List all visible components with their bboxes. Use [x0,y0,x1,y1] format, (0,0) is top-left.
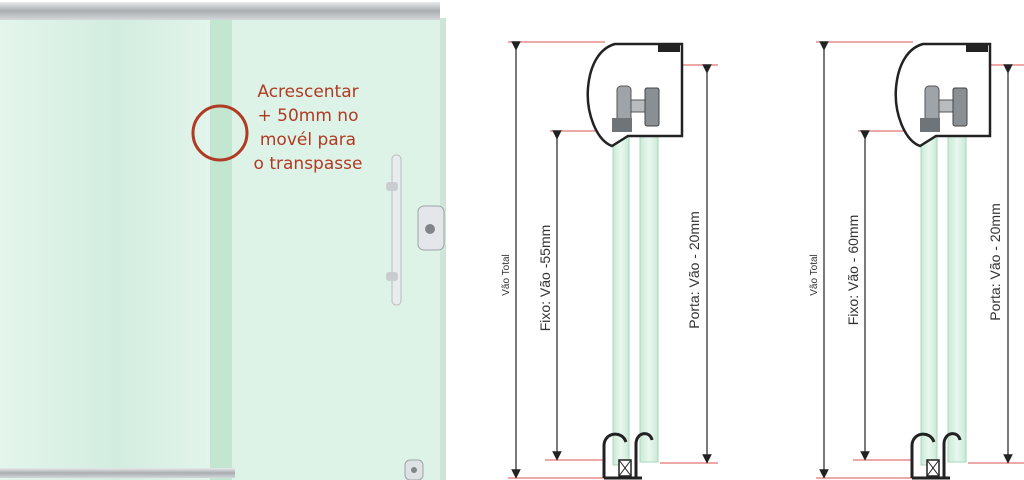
label-total: Vão Total [501,254,512,296]
label-door: Porta: Vão - 20mm [686,211,702,329]
lock-cylinder [425,224,435,234]
top-rail [0,2,440,20]
label-total: Vão Total [809,254,820,296]
glass-door-photo [0,2,446,480]
label-fixed: Fixo: Vão - 60mm [845,215,861,325]
top-rail-profile [894,42,992,148]
bottom-guide-profile [910,432,962,480]
annotation-line: o transpasse [253,154,363,174]
roller-axle [938,99,954,113]
section-diagram-2: Vão Total Fixo: Vão - 60mm Porta: Vão - … [809,41,1024,480]
guide-block-mark [618,459,632,477]
sliding-glass-panel [210,18,446,480]
rail-cap [966,44,988,52]
label-fixed: Fixo: Vão -55mm [537,225,553,332]
fixed-glass-section [612,119,630,466]
annotation-line: + 50mm no [257,106,359,126]
fixed-clamp [920,118,940,132]
fixed-glass-panel [0,18,232,480]
glass-overlap-strip [210,18,232,480]
door-handle [391,154,402,306]
section-diagram-1: Vão Total Fixo: Vão -55mm Porta: Vão - 2… [501,41,718,480]
overlap-annotation: Acrescentar + 50mm no movél para o trans… [238,80,378,176]
overlap-highlight-circle [191,104,249,162]
rail-cap [658,44,680,52]
guide-block-mark [926,459,940,477]
handle-bracket-top [386,182,398,191]
floor-guide-screw [411,467,417,473]
door-edge-shadow [440,18,446,480]
top-rail-profile [586,42,684,148]
fixed-clamp [612,118,632,132]
bottom-guide-profile [602,432,654,480]
annotation-line: Acrescentar [257,82,359,102]
bottom-rail [0,468,235,478]
roller-axle [630,99,646,113]
label-door: Porta: Vão - 20mm [987,203,1003,321]
roller-bracket [952,87,968,127]
roller-bracket [644,87,660,127]
handle-bracket-bottom [386,272,398,281]
fixed-glass-section [920,119,938,466]
annotation-line: movél para [259,130,357,150]
